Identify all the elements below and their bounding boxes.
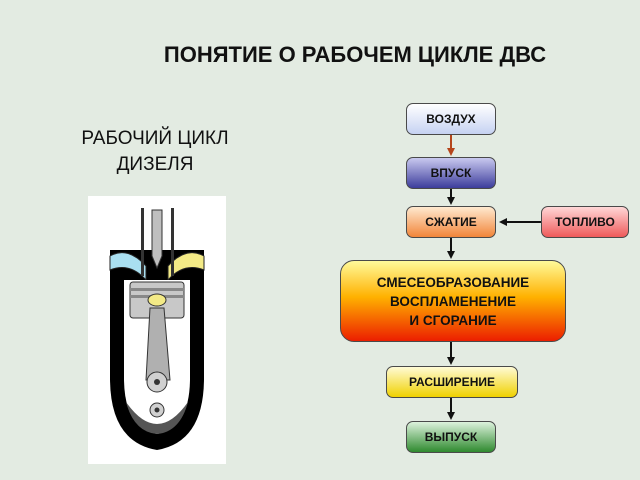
combustion-line-3: И СГОРАНИЕ — [409, 312, 497, 328]
combustion-line-2: ВОСПЛАМЕНЕНИЕ — [389, 293, 517, 309]
engine-cross-section-icon — [109, 208, 205, 450]
page-title: ПОНЯТИЕ О РАБОЧЕМ ЦИКЛЕ ДВС — [163, 42, 547, 67]
node-exhaust: ВЫПУСК — [406, 421, 496, 453]
node-air: ВОЗДУХ — [406, 103, 496, 135]
diagram-subtitle: РАБОЧИЙ ЦИКЛ ДИЗЕЛЯ — [40, 126, 270, 178]
node-fuel: ТОПЛИВО — [541, 206, 629, 238]
diesel-engine-illustration — [88, 196, 226, 464]
combustion-line-1: СМЕСЕОБРАЗОВАНИЕ — [376, 274, 530, 290]
subtitle-line-2: ДИЗЕЛЯ — [116, 154, 194, 175]
node-intake: ВПУСК — [406, 157, 496, 189]
node-expansion: РАСШИРЕНИЕ — [386, 366, 518, 398]
subtitle-line-1: РАБОЧИЙ ЦИКЛ — [81, 128, 229, 149]
node-combustion: СМЕСЕОБРАЗОВАНИЕ ВОСПЛАМЕНЕНИЕ И СГОРАНИ… — [340, 260, 566, 342]
node-compression: СЖАТИЕ — [406, 206, 496, 238]
